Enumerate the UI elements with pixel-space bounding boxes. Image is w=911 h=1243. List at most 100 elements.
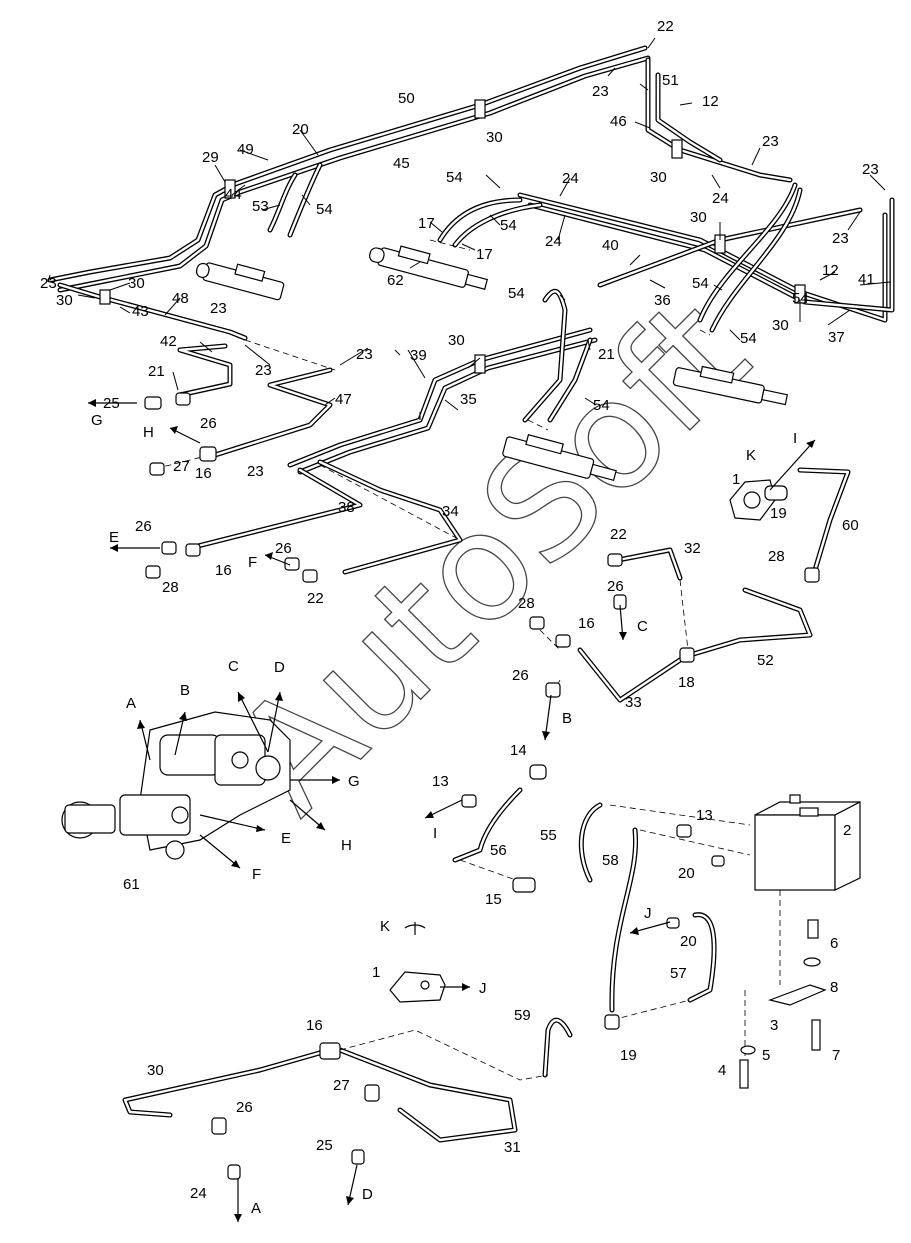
- part-label: 58: [602, 852, 619, 869]
- part-label: 23: [247, 463, 264, 480]
- part-label: 23: [762, 133, 779, 150]
- port-label: A: [126, 695, 136, 712]
- port-labels: A A B B C C D D E E F F G G H H I I J J …: [91, 412, 797, 1217]
- part-label: 36: [654, 292, 671, 309]
- part-label: 21: [148, 363, 165, 380]
- port-label: F: [252, 866, 261, 883]
- part-label: 30: [128, 275, 145, 292]
- part-label: 26: [275, 540, 292, 557]
- part-label: 43: [132, 303, 149, 320]
- part-label: 23: [862, 161, 879, 178]
- pump-assembly-62: [61, 711, 291, 860]
- part-label: 24: [190, 1185, 207, 1202]
- part-label: 23: [40, 275, 57, 292]
- port-label: A: [251, 1200, 261, 1217]
- cylinder-63: [369, 245, 489, 291]
- part-label: 32: [684, 540, 701, 557]
- part-label: 26: [200, 415, 217, 432]
- part-label: 28: [518, 595, 535, 612]
- part-label: 1: [372, 964, 380, 981]
- part-label: 54: [792, 290, 809, 307]
- part-label: 60: [842, 517, 859, 534]
- port-label: I: [793, 430, 797, 447]
- port-label: B: [562, 710, 572, 727]
- part-label: 13: [696, 807, 713, 824]
- part-label: 12: [702, 93, 719, 110]
- part-label: 54: [740, 330, 757, 347]
- part-label: 4: [718, 1062, 726, 1079]
- part-label: 16: [306, 1017, 323, 1034]
- part-label: 18: [678, 674, 695, 691]
- part-label: 51: [662, 72, 679, 89]
- part-label: 14: [510, 742, 527, 759]
- part-label: 1: [732, 471, 740, 488]
- part-label: 33: [625, 694, 642, 711]
- part-label: 27: [173, 458, 190, 475]
- part-label: 57: [670, 965, 687, 982]
- part-label: 38: [338, 499, 355, 516]
- part-label: 29: [202, 149, 219, 166]
- part-label: 30: [650, 169, 667, 186]
- cylinder-center: [502, 433, 617, 482]
- part-label: 52: [757, 652, 774, 669]
- part-label: 28: [768, 548, 785, 565]
- part-label: 54: [692, 275, 709, 292]
- port-label: J: [644, 905, 652, 922]
- cylinder-left: [195, 262, 285, 301]
- part-label: 54: [593, 397, 610, 414]
- port-label: I: [433, 825, 437, 842]
- part-label: 46: [610, 113, 627, 130]
- part-label: 17: [476, 246, 493, 263]
- part-label: 30: [772, 317, 789, 334]
- part-label: 56: [490, 842, 507, 859]
- part-label: 16: [195, 465, 212, 482]
- part-label: 22: [610, 526, 627, 543]
- tank-assembly: [739, 794, 861, 1089]
- part-label: 30: [486, 129, 503, 146]
- port-label: F: [248, 554, 257, 571]
- part-label: 45: [393, 155, 410, 172]
- part-label: 54: [508, 285, 525, 302]
- clamps: [99, 99, 806, 374]
- part-label: 17: [418, 215, 435, 232]
- part-label: 23: [356, 346, 373, 363]
- part-label: 19: [770, 505, 787, 522]
- part-label: 31: [504, 1139, 521, 1156]
- part-label: 26: [512, 667, 529, 684]
- part-labels: 1 1 2 3 4 5 6 7 8 12 12 13 13 14 15 16 1…: [40, 18, 879, 1202]
- fittings: [144, 392, 820, 1180]
- part-label: 54: [316, 201, 333, 218]
- part-label: 34: [442, 503, 459, 520]
- hoses: [267, 162, 803, 1078]
- part-label: 49: [237, 141, 254, 158]
- part-label: 24: [545, 233, 562, 250]
- part-label: 20: [292, 121, 309, 138]
- port-label: K: [746, 447, 756, 464]
- part-label: 23: [255, 362, 272, 379]
- part-label: 48: [172, 290, 189, 307]
- port-label: E: [109, 529, 119, 546]
- part-label: 30: [448, 332, 465, 349]
- part-label: 26: [236, 1099, 253, 1116]
- cylinder-right: [672, 365, 789, 406]
- port-label: H: [143, 424, 154, 441]
- part-label: 28: [162, 579, 179, 596]
- part-label: 16: [215, 562, 232, 579]
- part-label: 24: [712, 190, 729, 207]
- part-label: 26: [135, 518, 152, 535]
- part-label: 62: [387, 272, 404, 289]
- port-label: G: [348, 773, 360, 790]
- part-label: 42: [160, 333, 177, 350]
- part-label: 19: [620, 1047, 637, 1064]
- valve-1-upper: [729, 479, 788, 521]
- part-label: 5: [762, 1047, 770, 1064]
- part-label: 23: [210, 300, 227, 317]
- part-label: 20: [680, 933, 697, 950]
- part-label: 30: [147, 1062, 164, 1079]
- port-label: G: [91, 412, 103, 429]
- part-label: 23: [592, 83, 609, 100]
- part-label: 22: [657, 18, 674, 35]
- part-label: 53: [252, 198, 269, 215]
- port-label: E: [281, 830, 291, 847]
- part-label: 24: [562, 170, 579, 187]
